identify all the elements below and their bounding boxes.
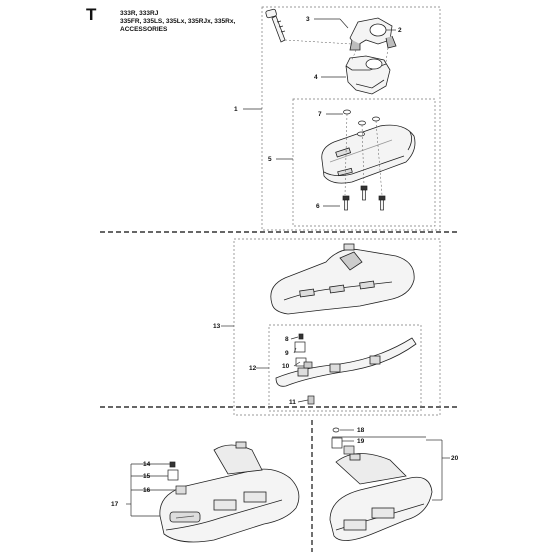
- callout-20: 20: [451, 455, 459, 462]
- part-17-guard: [159, 441, 300, 543]
- part-12-strip: [275, 337, 417, 387]
- callout-2: 2: [398, 27, 402, 34]
- assembly-lines-top: [284, 39, 389, 196]
- callout-8: 8: [285, 336, 289, 343]
- callout-19: 19: [357, 438, 365, 445]
- callout-4: 4: [314, 74, 318, 81]
- model-line-1: 333R, 333RJ: [120, 10, 159, 17]
- callout-6: 6: [316, 203, 320, 210]
- part-2-clamp: [349, 17, 397, 51]
- group-box-5: [292, 98, 436, 227]
- model-list: 333R, 333RJ 335FR, 335LS, 335Lx, 335RJx,…: [120, 10, 235, 34]
- callout-9: 9: [285, 350, 289, 357]
- part-13-guard: [270, 243, 415, 315]
- parts-14-16: [167, 461, 187, 495]
- part-4-clamp: [345, 55, 391, 95]
- part-8-screw: [298, 333, 304, 340]
- callout-16: 16: [143, 487, 151, 494]
- parts-18-19: [331, 427, 355, 455]
- part-9-block: [294, 341, 306, 353]
- group-box-1: [261, 6, 441, 231]
- callout-10: 10: [282, 363, 290, 370]
- callout-7: 7: [318, 111, 322, 118]
- section-letter: T: [86, 5, 97, 24]
- part-5-guard: [321, 124, 416, 184]
- leader-lines: [126, 18, 450, 517]
- callout-12: 12: [249, 365, 257, 372]
- callout-15: 15: [143, 473, 151, 480]
- callout-3: 3: [306, 16, 310, 23]
- callout-14: 14: [143, 461, 151, 468]
- callout-5: 5: [268, 156, 272, 163]
- callout-1: 1: [234, 106, 238, 113]
- callout-11: 11: [289, 399, 296, 406]
- callout-13: 13: [213, 323, 221, 330]
- callout-18: 18: [357, 427, 365, 434]
- group-box-13: [233, 238, 441, 416]
- model-line-3: ACCESSORIES: [120, 26, 168, 33]
- model-line-2: 335FR, 335LS, 335Lx, 335RJx, 335Rx,: [120, 18, 236, 25]
- part-3-screw: [265, 8, 286, 43]
- part-6-bolts: [342, 185, 386, 211]
- parts-8-11: [294, 333, 315, 405]
- part-11-clip: [307, 395, 315, 405]
- part-20-guard: [329, 453, 433, 541]
- callout-17: 17: [111, 501, 119, 508]
